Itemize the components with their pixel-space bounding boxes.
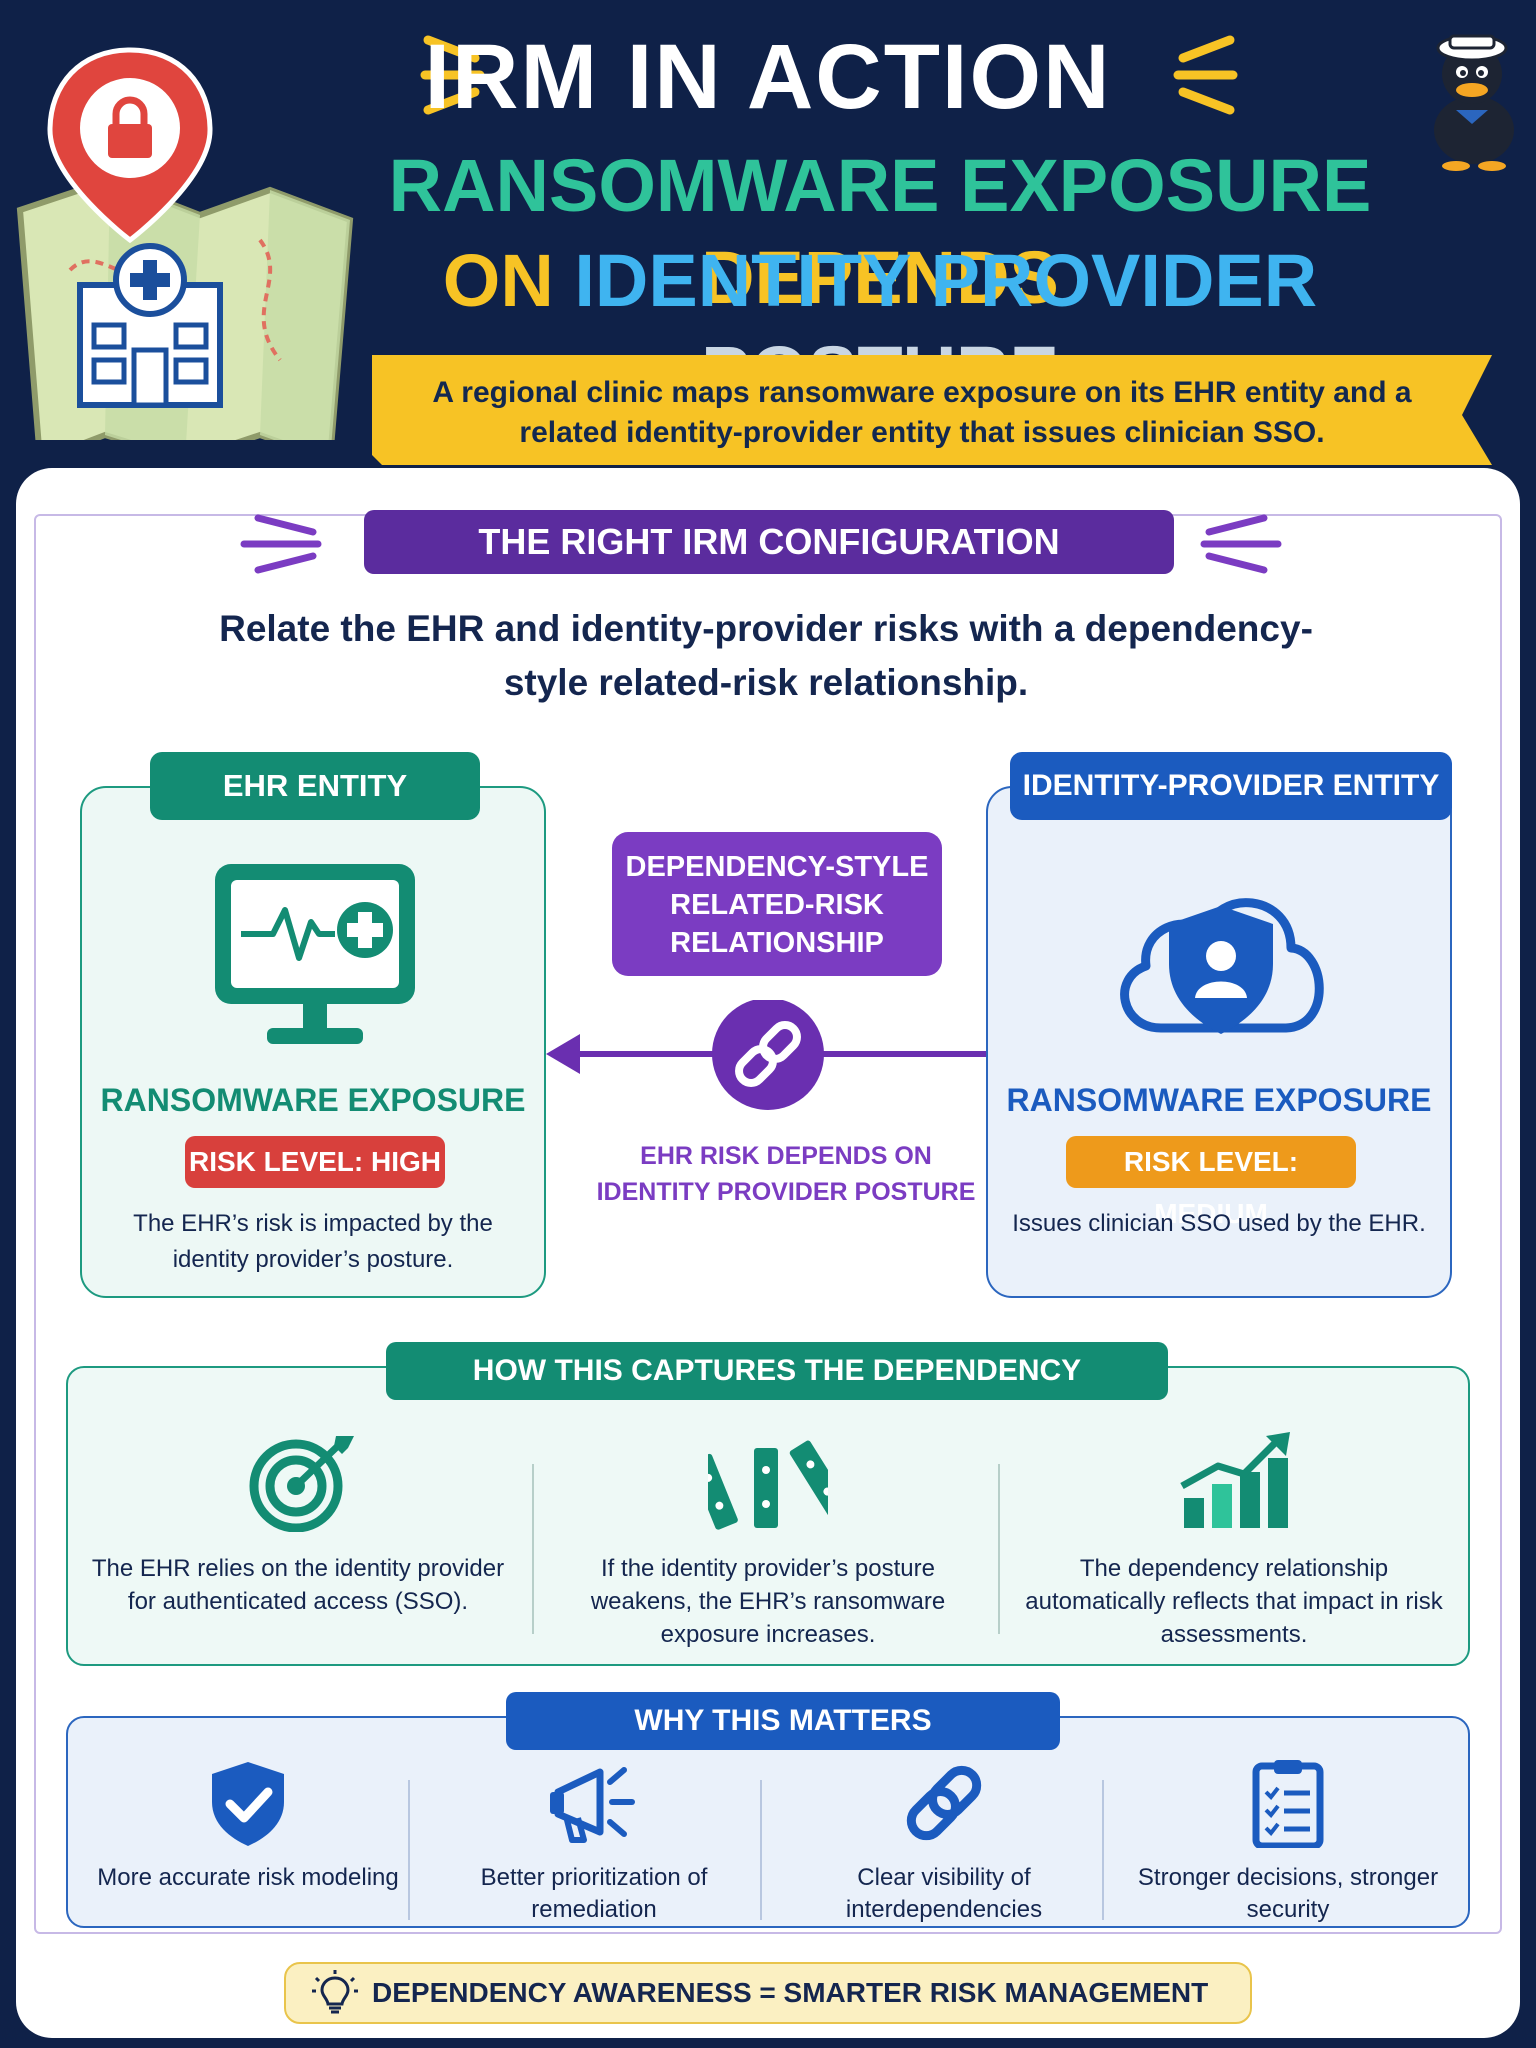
ehr-exposure-label: RANSOMWARE EXPOSURE xyxy=(100,1082,526,1118)
configuration-heading: THE RIGHT IRM CONFIGURATION xyxy=(364,510,1174,574)
target-icon xyxy=(249,1436,354,1532)
subtitle-on: ON xyxy=(442,239,575,322)
how-divider-1 xyxy=(532,1464,534,1634)
identity-provider-entity-description: Issues clinician SSO used by the EHR. xyxy=(1012,1210,1426,1237)
how-divider-2 xyxy=(998,1464,1000,1634)
ehr-entity-tab: EHR ENTITY xyxy=(150,752,480,820)
how-item-reliance: The EHR relies on the identity provider … xyxy=(68,1428,528,1658)
scenario-banner: A regional clinic maps ransomware exposu… xyxy=(372,355,1492,480)
footer-takeaway: DEPENDENCY AWARENESS = SMARTER RISK MANA… xyxy=(284,1962,1252,2024)
title-burst-right-icon xyxy=(1173,35,1238,115)
how-section-heading: HOW THIS CAPTURES THE DEPENDENCY xyxy=(386,1342,1168,1400)
subtitle-ransomware-exposure: RANSOMWARE EXPOSURE xyxy=(388,144,1372,227)
why-item-decisions: Stronger decisions, stronger security xyxy=(1118,1758,1458,1928)
header: IRM IN ACTION RANSOMWARE EXPOSURE DEPEND… xyxy=(0,0,1536,470)
relationship-label-line-1: DEPENDENCY-STYLE xyxy=(625,851,929,883)
clipboard-checklist-icon xyxy=(1252,1760,1324,1848)
why-item-prioritization: Better prioritization of remediation xyxy=(424,1758,764,1928)
identity-provider-exposure-label: RANSOMWARE EXPOSURE xyxy=(1006,1082,1432,1118)
footer-takeaway-text: DEPENDENCY AWARENESS = SMARTER RISK MANA… xyxy=(372,1977,1209,2008)
falling-dominoes-icon xyxy=(708,1440,828,1530)
why-section: WHY THIS MATTERS More accurate risk mode… xyxy=(66,1692,1470,1928)
megaphone-icon xyxy=(550,1767,635,1843)
why-section-heading: WHY THIS MATTERS xyxy=(506,1692,1060,1750)
title-burst-left-icon xyxy=(420,35,485,115)
how-item-weakening: If the identity provider’s posture weake… xyxy=(538,1428,998,1658)
map-pin-icon xyxy=(16,47,354,440)
scenario-banner-text: A regional clinic maps ransomware exposu… xyxy=(432,376,1412,449)
how-item-reliance-text: The EHR relies on the identity provider … xyxy=(91,1555,505,1615)
how-item-weakening-text: If the identity provider’s posture weake… xyxy=(590,1555,946,1648)
heading-dashes-left-icon xyxy=(240,514,322,574)
ehr-risk-level-badge: RISK LEVEL: HIGH xyxy=(185,1136,445,1188)
identity-provider-entity-card: IDENTITY-PROVIDER ENTITY RANSOMWARE EXPO… xyxy=(986,752,1452,1298)
why-item-visibility: Clear visibility of interdependencies xyxy=(774,1758,1114,1928)
heading-dashes-right-icon xyxy=(1200,514,1282,574)
relationship-label-box: DEPENDENCY-STYLE RELATED-RISK RELATIONSH… xyxy=(612,832,942,976)
rising-chart-icon xyxy=(1180,1432,1290,1528)
shield-check-icon xyxy=(212,1762,284,1846)
ehr-entity-card: EHR ENTITY RANSOMWARE EXPOSURE RISK LEVE… xyxy=(80,752,546,1298)
how-section: HOW THIS CAPTURES THE DEPENDENCY The EHR… xyxy=(66,1342,1470,1666)
why-item-decisions-text: Stronger decisions, stronger security xyxy=(1137,1864,1439,1923)
relationship-caption: EHR RISK DEPENDS ON IDENTITY PROVIDER PO… xyxy=(576,1138,996,1210)
lightbulb-icon xyxy=(312,1970,358,2014)
how-item-reflection-text: The dependency relationship automaticall… xyxy=(1025,1555,1443,1648)
banner-ribbon-shape xyxy=(372,355,1492,465)
relationship-caption-line-1: EHR RISK DEPENDS ON xyxy=(640,1142,932,1170)
cloud-shield-user-icon xyxy=(1120,898,1324,1034)
main-title: IRM IN ACTION xyxy=(424,26,1112,128)
subtitle-identity-provider: IDENTITY PROVIDER xyxy=(574,239,1318,322)
identity-provider-entity-tab: IDENTITY-PROVIDER ENTITY xyxy=(1010,752,1452,820)
ehr-entity-description: The EHR’s risk is impacted by the identi… xyxy=(133,1210,493,1273)
relationship-caption-line-2: IDENTITY PROVIDER POSTURE xyxy=(596,1178,976,1206)
sailor-duck-mascot-icon xyxy=(1434,34,1514,171)
subtitle-line-1: RANSOMWARE EXPOSURE DEPENDS xyxy=(300,140,1460,324)
configuration-description: Relate the EHR and identity-provider ris… xyxy=(219,608,1313,703)
health-monitor-icon xyxy=(215,864,415,1044)
why-item-visibility-text: Clear visibility of interdependencies xyxy=(845,1864,1043,1923)
why-item-prioritization-text: Better prioritization of remediation xyxy=(480,1864,708,1923)
why-divider-2 xyxy=(760,1780,762,1920)
why-item-accuracy: More accurate risk modeling xyxy=(78,1758,418,1928)
why-item-accuracy-text: More accurate risk modeling xyxy=(97,1864,399,1891)
relationship-label-line-2: RELATED-RISK xyxy=(670,889,884,921)
why-divider-3 xyxy=(1102,1780,1104,1920)
why-divider-1 xyxy=(408,1780,410,1920)
relationship-label-line-3: RELATIONSHIP xyxy=(670,927,884,959)
link-icon xyxy=(906,1765,982,1841)
subtitle-depends: DEPENDS xyxy=(701,236,1059,319)
identity-provider-risk-level-badge: RISK LEVEL: MEDIUM xyxy=(1066,1136,1356,1229)
how-item-reflection: The dependency relationship automaticall… xyxy=(1004,1428,1464,1658)
dependency-arrow xyxy=(546,1000,986,1110)
